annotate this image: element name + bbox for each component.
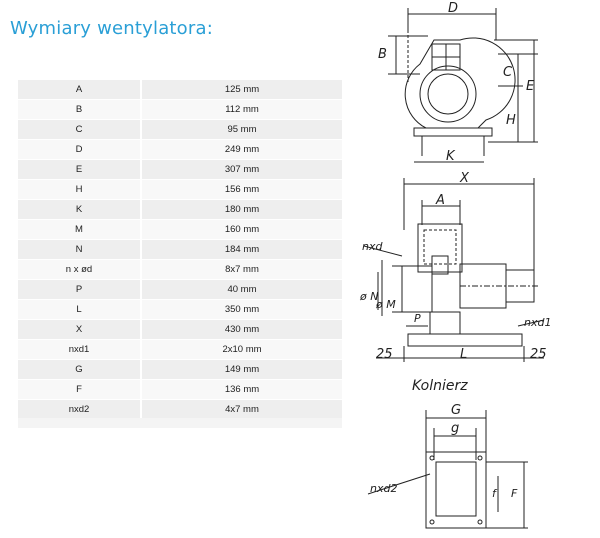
label-kolnierz: Kolnierz [412, 378, 468, 394]
label-oM: ø M [375, 298, 396, 311]
label-B: B [378, 47, 387, 62]
dimension-name: nxd2 [18, 399, 140, 420]
label-K: K [446, 149, 456, 164]
page-title: Wymiary wentylatora: [10, 18, 213, 39]
table-footer [18, 418, 342, 428]
label-f: f [492, 487, 498, 500]
label-P: P [414, 312, 421, 325]
dimension-name: F [18, 379, 140, 400]
label-L: L [460, 347, 467, 362]
dimension-name: K [18, 199, 140, 220]
dimension-name: A [18, 80, 140, 100]
front-view [388, 8, 538, 163]
dimension-name: M [18, 219, 140, 240]
dimension-name: E [18, 159, 140, 180]
dimension-value: 430 mm [142, 319, 342, 340]
dimension-name: X [18, 319, 140, 340]
dimension-name: D [18, 139, 140, 160]
label-C: C [503, 65, 513, 80]
label-g: g [451, 421, 459, 436]
label-E: E [526, 79, 535, 94]
dimension-value: 2x10 mm [142, 339, 342, 360]
label-oN: ø N [359, 290, 378, 303]
dimension-name: n x ød [18, 259, 140, 280]
label-nxd1: nxd1 [524, 316, 551, 329]
dimension-value: 307 mm [142, 159, 342, 180]
label-F: F [511, 487, 518, 500]
dimension-value: 8x7 mm [142, 259, 342, 280]
dimension-value: 95 mm [142, 119, 342, 140]
label-nxd2: nxd2 [370, 482, 397, 495]
dimension-name: C [18, 119, 140, 140]
dimension-value: 160 mm [142, 219, 342, 240]
dimension-value: 350 mm [142, 299, 342, 320]
side-view [363, 178, 545, 362]
fan-technical-drawing: D B C E H K X A nxd ø N ø M P nxd1 25 L … [359, 1, 551, 529]
dimension-value: 4x7 mm [142, 399, 342, 420]
label-X: X [459, 171, 470, 186]
dimension-value: 40 mm [142, 279, 342, 300]
label-25-right: 25 [530, 347, 547, 362]
dimension-value: 184 mm [142, 239, 342, 260]
dimension-value: 249 mm [142, 139, 342, 160]
label-25-left: 25 [376, 347, 393, 362]
dimension-name: G [18, 359, 140, 380]
dimension-name: P [18, 279, 140, 300]
dimension-name: N [18, 239, 140, 260]
label-A: A [435, 193, 445, 208]
dimension-value: 180 mm [142, 199, 342, 220]
label-H: H [506, 113, 516, 128]
dimension-name: H [18, 179, 140, 200]
dimension-value: 112 mm [142, 99, 342, 120]
dimension-value: 149 mm [142, 359, 342, 380]
dimension-value: 136 mm [142, 379, 342, 400]
dimension-name: B [18, 99, 140, 120]
label-D: D [448, 1, 458, 16]
label-G: G [451, 403, 461, 418]
label-nxd: nxd [362, 240, 383, 253]
dimension-value: 156 mm [142, 179, 342, 200]
dimension-name: nxd1 [18, 339, 140, 360]
flange-view [367, 410, 528, 529]
dimension-name: L [18, 299, 140, 320]
dimension-value: 125 mm [142, 80, 342, 100]
